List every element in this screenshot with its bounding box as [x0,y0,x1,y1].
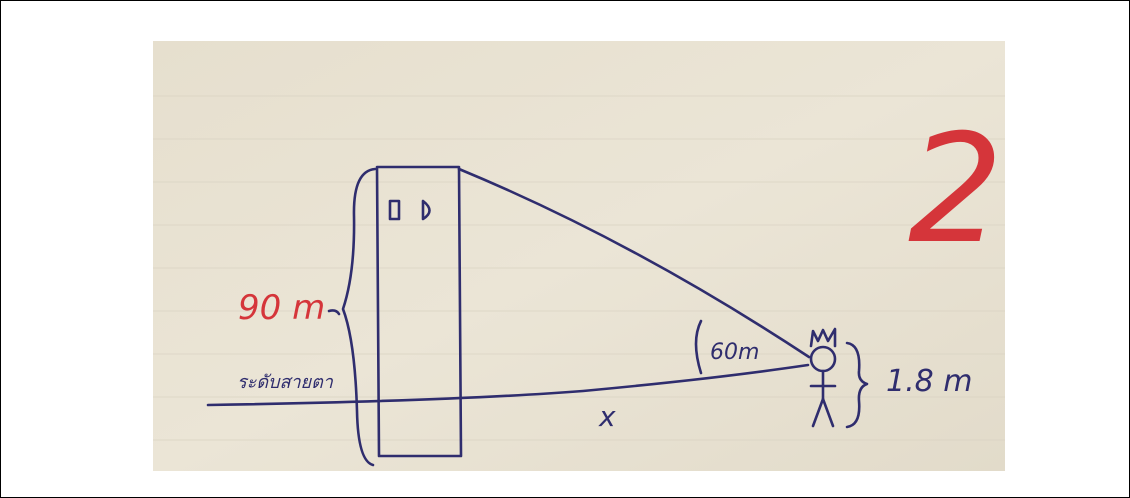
observer-height-brace [845,341,869,429]
distance-label: x [598,400,616,433]
observer-crown [809,327,837,348]
building-outline [375,165,463,458]
angle-arc [694,319,703,375]
diagram-svg: 2 90 m 60m 1.8 m x ระดับสายตา [153,41,1005,471]
ground-label: ระดับสายตา [237,372,334,393]
problem-number: 2 [908,103,1003,277]
height-brace [341,167,377,467]
observer-legs [811,397,835,428]
building-window-left [388,199,401,221]
height-label: 90 m [238,288,325,328]
line-of-sight [457,167,811,359]
observer-height-label: 1.8 m [886,364,972,399]
paper-background [153,41,1005,471]
notebook-lines [153,95,1005,441]
angle-label: 60m [710,340,759,365]
building-window-right [421,199,431,221]
ink-strokes [206,165,869,467]
brace-tip [327,309,341,316]
ground-line [206,363,810,407]
notebook-photo: 2 90 m 60m 1.8 m x ระดับสายตา [153,41,1005,471]
